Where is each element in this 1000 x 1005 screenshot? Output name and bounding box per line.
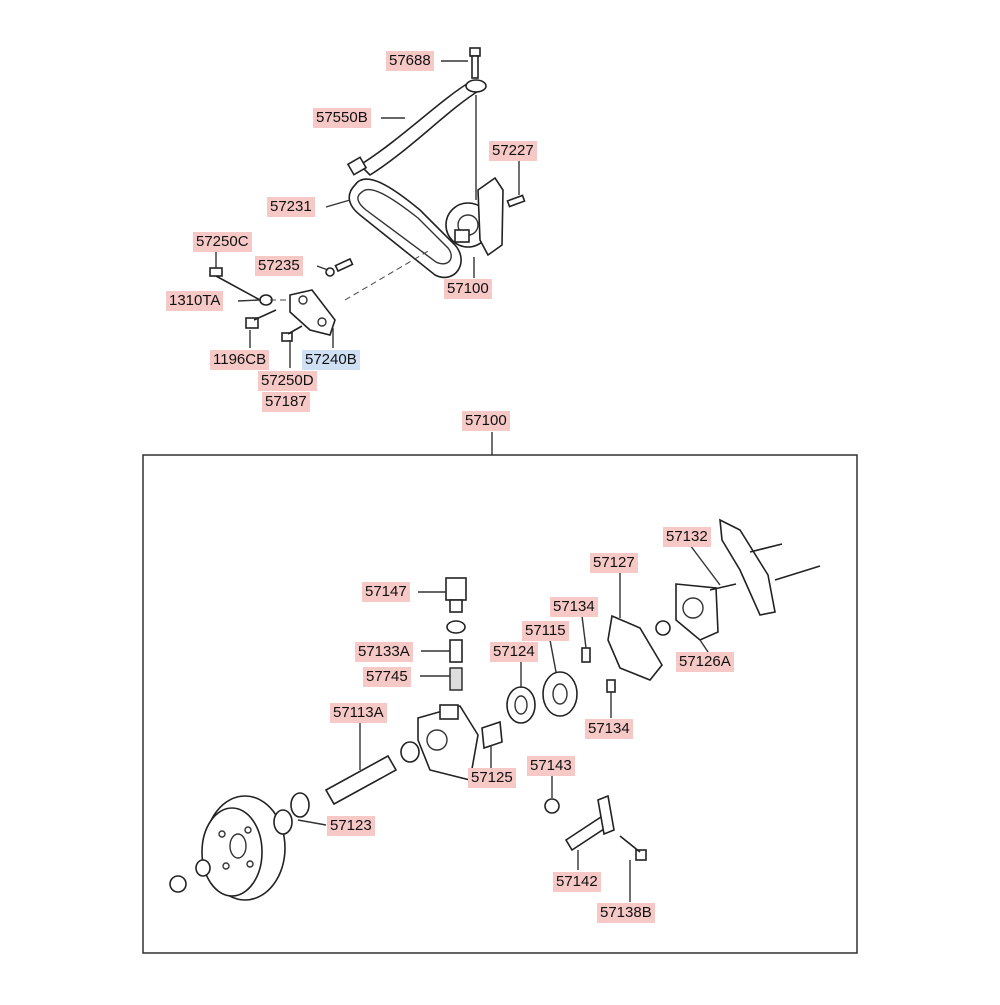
part-label-57113A[interactable]: 57113A [330,703,387,723]
part-label-57550B[interactable]: 57550B [313,108,371,128]
part-label-57126A[interactable]: 57126A [676,652,734,672]
gasket-57127-drawing [607,614,663,681]
ring-57124-drawing [506,686,536,724]
part-label-57100-top[interactable]: 57100 [444,279,492,299]
part-label-57240B[interactable]: 57240B [302,350,360,370]
part-label-57138B[interactable]: 57138B [597,903,655,923]
part-label-57143[interactable]: 57143 [527,756,575,776]
assembly-frame [142,454,858,954]
part-label-57132[interactable]: 57132 [663,527,711,547]
part-label-57745[interactable]: 57745 [363,667,411,687]
bolt-57227-drawing [506,194,526,208]
bracket-57132-drawing [709,518,821,616]
pump-57100-drawing [445,95,504,257]
seal-57123-drawing [273,792,310,835]
shaft-57113A-drawing [324,741,420,806]
spring-57125-drawing [481,720,503,750]
part-label-57235[interactable]: 57235 [255,256,303,276]
part-label-57147[interactable]: 57147 [362,582,410,602]
part-label-57133A[interactable]: 57133A [355,642,413,662]
valve-57147-drawing [445,577,467,691]
rotor-57115-drawing [542,671,578,717]
part-label-1196CB[interactable]: 1196CB [210,350,270,370]
o-ring-57143-drawing [544,798,560,814]
part-label-57134-upper[interactable]: 57134 [550,597,598,617]
cover-57126A-drawing [655,583,719,641]
bolt-57235-drawing [325,257,354,277]
belt-57231-drawing [348,178,462,279]
part-label-57142[interactable]: 57142 [553,872,601,892]
part-label-57124[interactable]: 57124 [490,642,538,662]
pin-57134-drawing [581,647,616,693]
pulley-drawing [201,795,286,901]
part-label-57125[interactable]: 57125 [468,768,516,788]
part-label-57187[interactable]: 57187 [262,392,310,412]
pipe-57142-drawing [564,794,615,852]
bolt-1196CB-drawing [245,309,277,329]
part-label-57115[interactable]: 57115 [522,621,569,641]
assembly-title-57100[interactable]: 57100 [462,411,510,431]
part-label-57250C[interactable]: 57250C [193,232,252,252]
bracket-57240B-drawing [289,289,336,336]
part-label-57688[interactable]: 57688 [386,51,434,71]
part-label-57134-lower[interactable]: 57134 [585,719,633,739]
housing-drawing [417,704,479,781]
part-label-57227[interactable]: 57227 [489,141,537,161]
bolt-57250D-drawing [281,325,303,342]
part-label-57123[interactable]: 57123 [327,816,375,836]
part-label-57127[interactable]: 57127 [590,553,638,573]
part-label-57231[interactable]: 57231 [267,197,315,217]
nut-drawing [169,859,211,893]
bolt-57138B-drawing [619,835,647,861]
bolt-57688-drawing [469,47,481,79]
hose-57550B-drawing [346,79,487,177]
part-label-57250D[interactable]: 57250D [258,371,317,391]
part-label-1310TA[interactable]: 1310TA [166,291,224,311]
